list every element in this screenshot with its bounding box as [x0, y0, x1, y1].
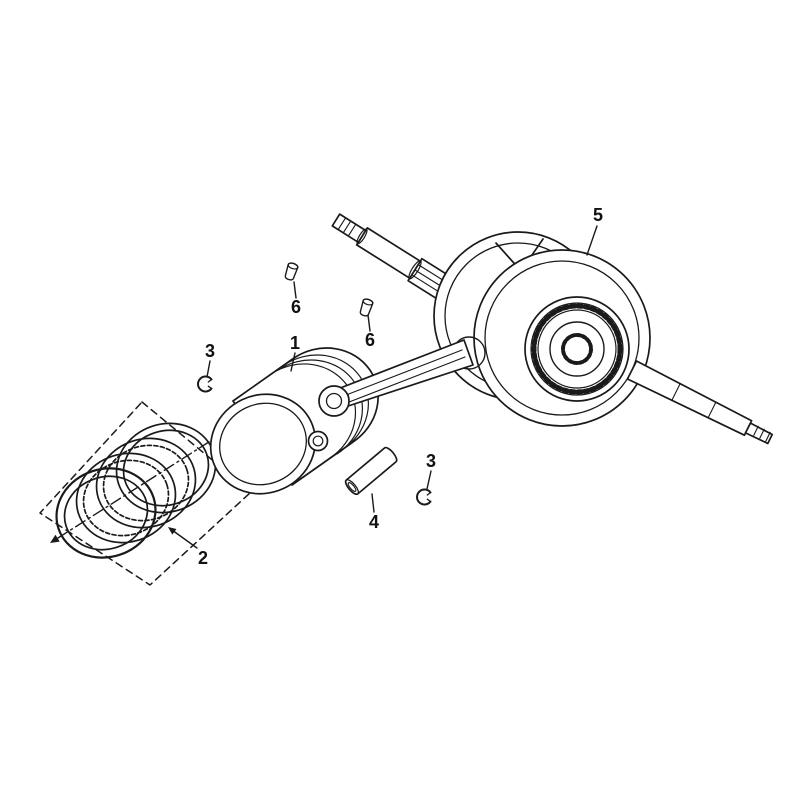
axis-arrowhead [50, 534, 60, 543]
callout-label-6-lower: 6 [364, 330, 376, 350]
pin-clip-left-drawing [197, 375, 213, 393]
leader-line-5 [586, 225, 598, 256]
leader-arrowhead-2 [168, 527, 177, 535]
piston-ring-set-drawing [55, 422, 217, 559]
callout-label-1: 1 [289, 333, 301, 353]
leader-line-1 [290, 352, 296, 372]
callout-label-3-right: 3 [425, 451, 437, 471]
piston-drawing [209, 347, 379, 495]
piston-pin-boss-hole [307, 430, 329, 452]
callout-label-6-upper: 6 [290, 297, 302, 317]
crank-hub-spline [524, 296, 630, 402]
assembly-axis-line [50, 425, 235, 543]
callout-label-4: 4 [368, 512, 380, 532]
leader-line-4 [371, 493, 375, 513]
connecting-rod-drawing [318, 336, 486, 417]
callout-label-2: 2 [197, 548, 209, 568]
crankshaft-drawing [318, 213, 774, 445]
callout-label-5: 5 [592, 205, 604, 225]
dowel-pin-lower-drawing [359, 298, 374, 317]
callout-label-3-left: 3 [204, 341, 216, 361]
leader-line-6-lower [367, 314, 371, 332]
leader-line-2 [171, 529, 198, 549]
pin-clip-right-drawing [416, 488, 432, 506]
dowel-pin-upper-drawing [284, 262, 299, 281]
crankshaft-right-shaft [626, 360, 774, 445]
rod-small-end [318, 385, 350, 417]
leader-lines [168, 225, 598, 549]
leader-line-6-upper [293, 281, 297, 299]
leader-line-3-right [426, 470, 432, 490]
leader-line-3-left [206, 360, 211, 378]
ring-set-boundary-box [39, 401, 252, 586]
piston-pin-drawing [344, 446, 398, 496]
